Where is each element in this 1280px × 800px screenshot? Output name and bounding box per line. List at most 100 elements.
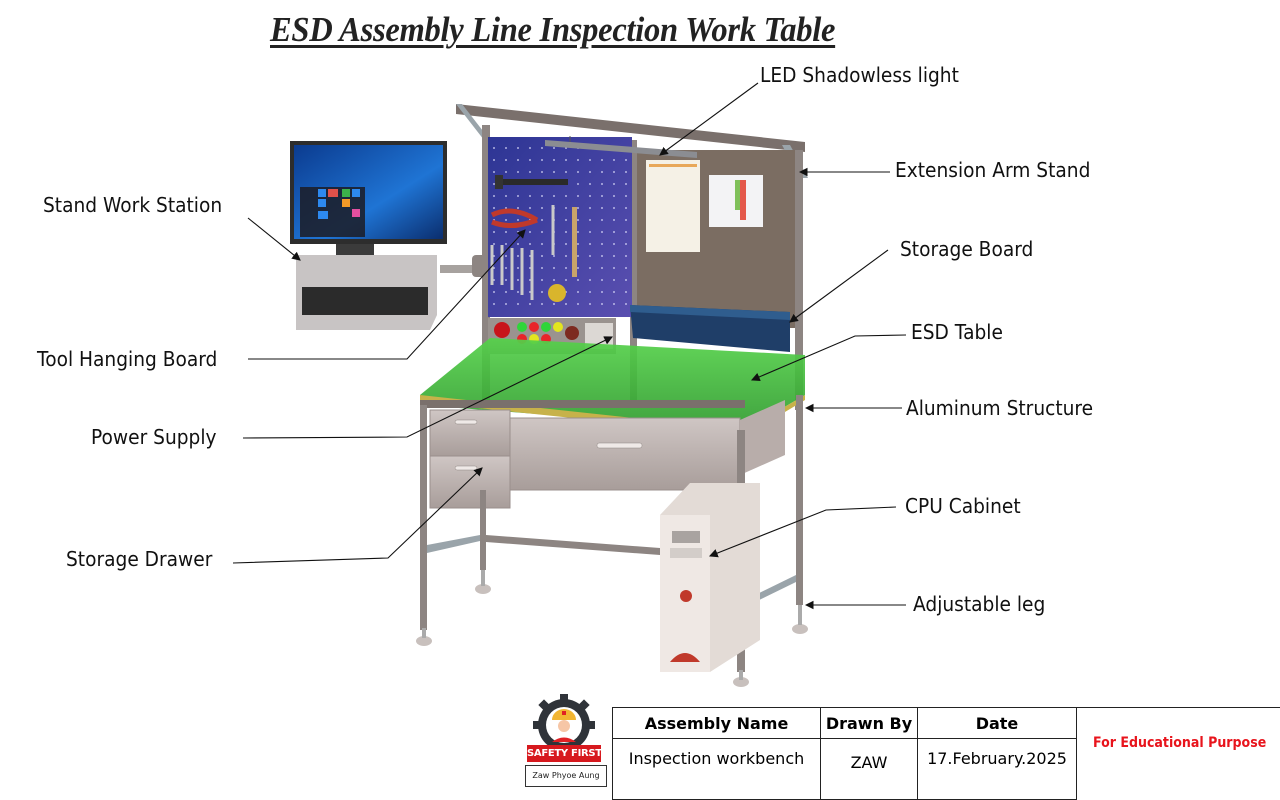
pegboard-hole bbox=[577, 279, 579, 281]
pegboard-hole bbox=[517, 243, 519, 245]
pegboard-hole bbox=[577, 303, 579, 305]
pegboard-hole bbox=[505, 171, 507, 173]
pegboard-hole bbox=[517, 195, 519, 197]
pegboard-hole bbox=[529, 243, 531, 245]
pegboard-hole bbox=[625, 231, 627, 233]
pegboard-hole bbox=[589, 195, 591, 197]
pegboard-hole bbox=[553, 279, 555, 281]
pegboard-hole bbox=[505, 255, 507, 257]
esd-table-top bbox=[420, 338, 805, 436]
pegboard-hole bbox=[589, 183, 591, 185]
pegboard-hole bbox=[505, 195, 507, 197]
pegboard-hole bbox=[601, 279, 603, 281]
pegboard-hole bbox=[541, 195, 543, 197]
pegboard-hole bbox=[553, 255, 555, 257]
pegboard-hole bbox=[577, 171, 579, 173]
pegboard-hole bbox=[565, 231, 567, 233]
pegboard-hole bbox=[529, 231, 531, 233]
pegboard-hole bbox=[589, 267, 591, 269]
pegboard-hole bbox=[625, 243, 627, 245]
pegboard-hole bbox=[553, 267, 555, 269]
pegboard-hole bbox=[493, 171, 495, 173]
pegboard-hole bbox=[577, 231, 579, 233]
pegboard-hole bbox=[589, 219, 591, 221]
pegboard-hole bbox=[625, 171, 627, 173]
pegboard-hole bbox=[613, 159, 615, 161]
pegboard-hole bbox=[505, 279, 507, 281]
pegboard-hole bbox=[565, 279, 567, 281]
pegboard-hole bbox=[601, 291, 603, 293]
pegboard-hole bbox=[541, 219, 543, 221]
pegboard-hole bbox=[493, 159, 495, 161]
pegboard-hole bbox=[517, 159, 519, 161]
pegboard-hole bbox=[577, 219, 579, 221]
pegboard-hole bbox=[529, 303, 531, 305]
pegboard-hole bbox=[541, 279, 543, 281]
educational-note: For Educational Purpose bbox=[1093, 735, 1267, 751]
pegboard-hole bbox=[517, 219, 519, 221]
adjustable-leg-feet bbox=[416, 570, 808, 687]
pegboard-hole bbox=[625, 291, 627, 293]
pegboard-hole bbox=[613, 291, 615, 293]
pegboard-hole bbox=[601, 255, 603, 257]
pegboard-hole bbox=[577, 291, 579, 293]
leader-lines bbox=[232, 82, 907, 610]
pegboard-hole bbox=[553, 147, 555, 149]
title-block-top-rule bbox=[1074, 707, 1280, 708]
pegboard-hole bbox=[589, 243, 591, 245]
pegboard-hole bbox=[625, 267, 627, 269]
pegboard-hole bbox=[517, 291, 519, 293]
pegboard-hole bbox=[553, 171, 555, 173]
pegboard-hole bbox=[577, 243, 579, 245]
cpu-cabinet bbox=[660, 483, 760, 672]
pegboard-hole bbox=[565, 195, 567, 197]
pegboard-hole bbox=[625, 219, 627, 221]
pegboard-hole bbox=[505, 159, 507, 161]
pegboard-hole bbox=[589, 279, 591, 281]
leader-power-supply bbox=[242, 336, 613, 439]
pegboard-hole bbox=[613, 207, 615, 209]
pegboard-hole bbox=[613, 183, 615, 185]
leader-storage-board bbox=[789, 249, 889, 323]
pegboard-hole bbox=[625, 255, 627, 257]
pegboard-hole bbox=[613, 219, 615, 221]
pegboard-hole bbox=[577, 159, 579, 161]
pegboard-hole bbox=[541, 243, 543, 245]
pegboard-hole bbox=[589, 159, 591, 161]
pegboard-hole bbox=[613, 255, 615, 257]
pegboard-hole bbox=[565, 171, 567, 173]
upright-right bbox=[795, 150, 803, 410]
pegboard-hole bbox=[601, 267, 603, 269]
pegboard-hole bbox=[541, 303, 543, 305]
pegboard-hole bbox=[493, 195, 495, 197]
header-assembly-name: Assembly Name bbox=[612, 707, 821, 739]
leader-stand-work-station bbox=[247, 217, 301, 261]
pegboard-hole bbox=[601, 231, 603, 233]
pegboard-hole bbox=[613, 231, 615, 233]
pegboard-hole bbox=[505, 291, 507, 293]
pegboard-hole bbox=[601, 159, 603, 161]
pegboard-hole bbox=[601, 219, 603, 221]
pegboard-hole bbox=[565, 267, 567, 269]
storage-drawers bbox=[429, 400, 785, 509]
safety-first-logo bbox=[533, 694, 595, 751]
title-block-value-row: Inspection workbench ZAW 17.February.202… bbox=[612, 738, 1077, 800]
pegboard-hole bbox=[613, 267, 615, 269]
pegboard-hole bbox=[625, 183, 627, 185]
pegboard-hole bbox=[517, 279, 519, 281]
tool-hanging-board bbox=[488, 137, 632, 317]
pegboard-hole bbox=[577, 267, 579, 269]
pegboard-hole bbox=[625, 279, 627, 281]
pegboard-hole bbox=[541, 255, 543, 257]
pegboard-hole bbox=[493, 147, 495, 149]
stand-work-station bbox=[290, 141, 486, 330]
pegboard-hole bbox=[493, 183, 495, 185]
pegboard-hole bbox=[541, 147, 543, 149]
storage-bins bbox=[630, 305, 790, 352]
leader-tool-hanging-board bbox=[248, 229, 526, 360]
pegboard-hole bbox=[505, 267, 507, 269]
pegboard-hole bbox=[601, 171, 603, 173]
led-shadowless-light bbox=[545, 136, 697, 158]
pegboard-hole bbox=[553, 303, 555, 305]
